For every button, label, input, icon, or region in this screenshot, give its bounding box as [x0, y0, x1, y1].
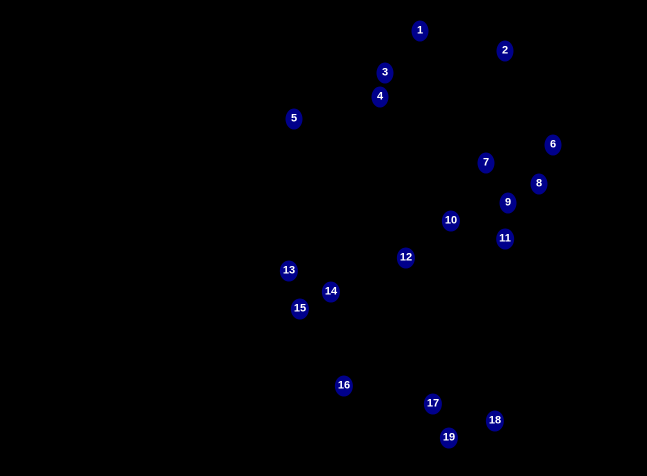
numbered-marker-10[interactable]: 10 [441, 210, 461, 232]
numbered-marker-18[interactable]: 18 [485, 410, 505, 432]
numbered-marker-7[interactable]: 7 [477, 152, 495, 174]
numbered-marker-15[interactable]: 15 [290, 298, 310, 320]
numbered-marker-14[interactable]: 14 [321, 281, 341, 303]
numbered-marker-8[interactable]: 8 [530, 173, 548, 195]
numbered-marker-6[interactable]: 6 [544, 134, 562, 156]
numbered-marker-1[interactable]: 1 [411, 20, 429, 42]
numbered-marker-5[interactable]: 5 [285, 108, 303, 130]
numbered-marker-13[interactable]: 13 [279, 260, 299, 282]
numbered-marker-19[interactable]: 19 [439, 427, 459, 449]
numbered-marker-4[interactable]: 4 [371, 86, 389, 108]
numbered-marker-3[interactable]: 3 [376, 62, 394, 84]
numbered-marker-16[interactable]: 16 [334, 375, 354, 397]
numbered-marker-11[interactable]: 11 [496, 228, 514, 250]
numbered-marker-9[interactable]: 9 [499, 192, 517, 214]
numbered-marker-2[interactable]: 2 [496, 40, 514, 62]
numbered-marker-12[interactable]: 12 [396, 247, 416, 269]
numbered-marker-17[interactable]: 17 [423, 393, 443, 415]
